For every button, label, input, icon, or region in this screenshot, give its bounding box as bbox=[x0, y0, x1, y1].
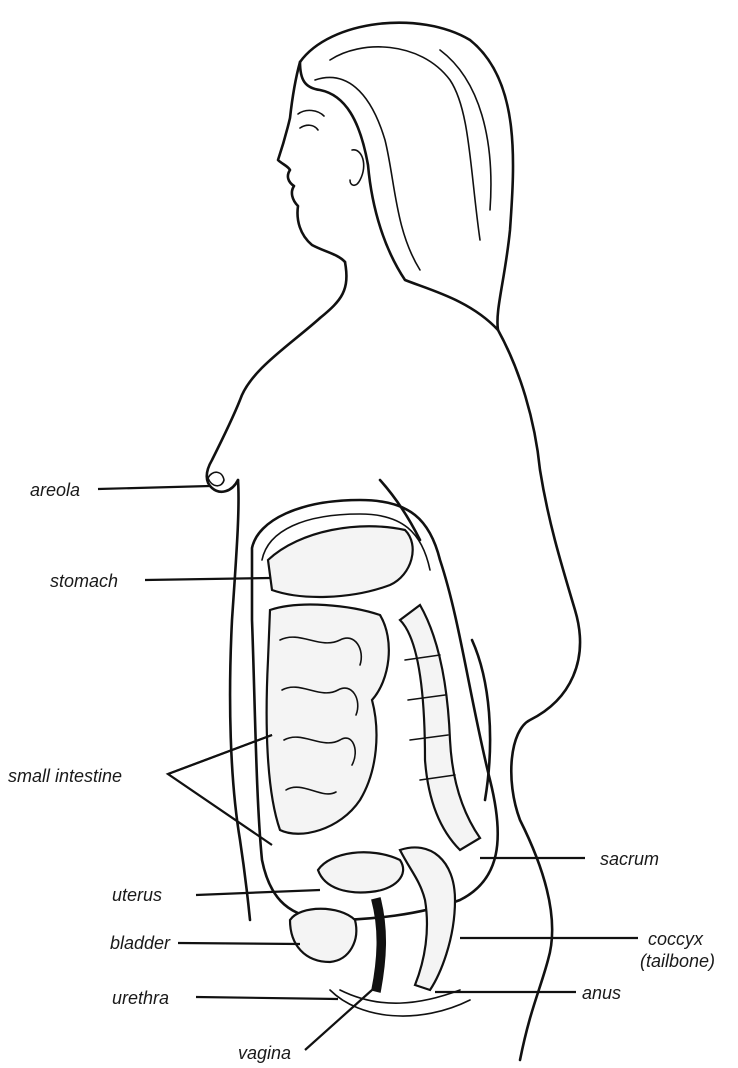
label-coccyx: coccyx bbox=[648, 928, 703, 950]
hair-strand bbox=[440, 50, 491, 210]
hair-outline bbox=[300, 23, 513, 330]
label-anus: anus bbox=[582, 982, 621, 1004]
label-small-intestine: small intestine bbox=[8, 765, 122, 787]
hair-strand bbox=[315, 78, 420, 271]
eyebrow bbox=[298, 110, 324, 116]
uterus-leader bbox=[196, 890, 320, 895]
urethra-leader bbox=[196, 997, 338, 999]
face-profile bbox=[278, 62, 345, 262]
stomach-shape bbox=[268, 526, 413, 597]
label-uterus: uterus bbox=[112, 884, 162, 906]
uterus-shape bbox=[318, 852, 403, 892]
label-vagina: vagina bbox=[238, 1042, 291, 1064]
label-urethra: urethra bbox=[112, 987, 169, 1009]
neck-front bbox=[320, 262, 346, 318]
hair-strand bbox=[330, 47, 480, 240]
bladder-shape bbox=[290, 909, 356, 962]
areola-shape bbox=[208, 472, 224, 486]
spine bbox=[400, 605, 480, 850]
hip-outline bbox=[472, 640, 490, 800]
label-areola: areola bbox=[30, 479, 80, 501]
ear bbox=[350, 150, 364, 185]
bladder-leader bbox=[178, 943, 300, 944]
eye bbox=[300, 125, 318, 130]
abdomen-front bbox=[230, 480, 250, 920]
chest-front bbox=[207, 318, 320, 492]
vaginal-canal bbox=[372, 898, 385, 992]
back-outline bbox=[498, 330, 580, 1060]
label-bladder: bladder bbox=[110, 932, 170, 954]
rectum-shape bbox=[400, 847, 455, 990]
label-stomach: stomach bbox=[50, 570, 118, 592]
areola-leader bbox=[98, 486, 210, 489]
label-sacrum: sacrum bbox=[600, 848, 659, 870]
label-tailbone: (tailbone) bbox=[640, 950, 715, 972]
